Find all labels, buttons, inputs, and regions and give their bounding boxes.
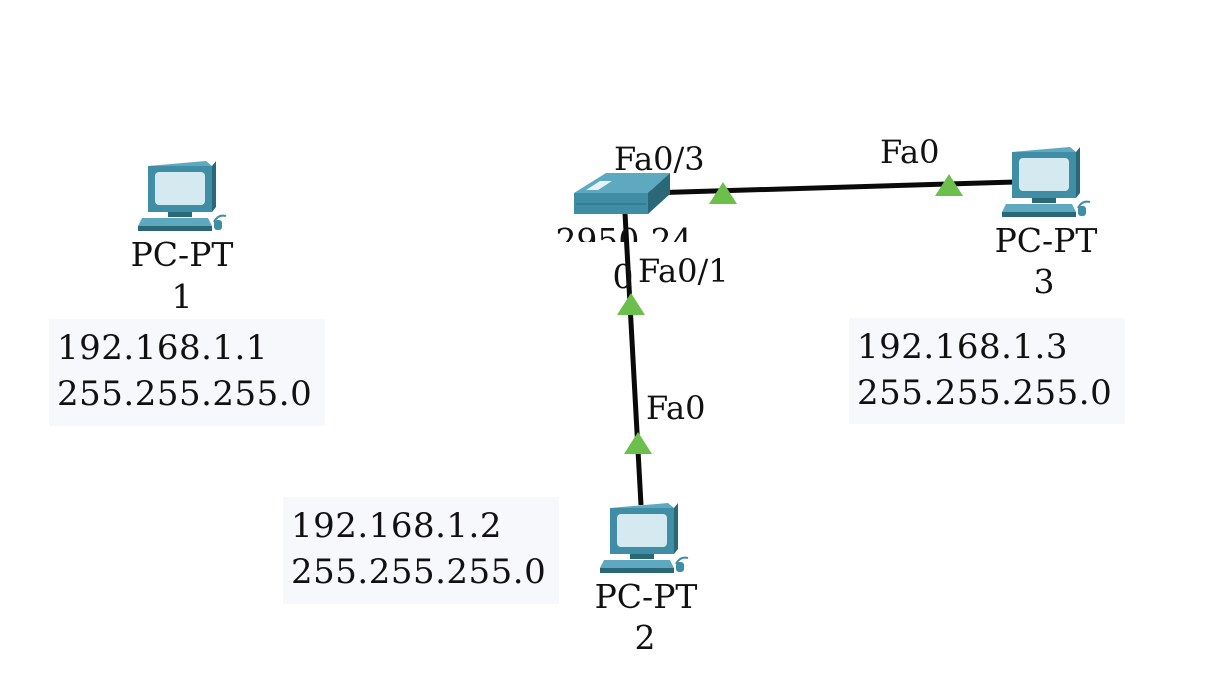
pc2-port-fa0-label: Fa0 [646,389,706,427]
pc1-type-label: PC-PT [130,235,234,274]
pc-icon[interactable] [598,500,690,576]
port-status-up-icon [617,293,645,315]
link-switch-to-pc2[interactable] [622,212,644,506]
pc2-type-label: PC-PT [594,577,698,616]
port-status-up-icon [935,174,963,196]
pc2-subnet-mask: 255.255.255.0 [291,552,547,592]
switch-port-fa0-1-label: Fa0/1 [638,252,729,290]
pc1-index-label: 1 [171,277,193,316]
switch-port-fa0-3-label: Fa0/3 [614,140,705,178]
pc1-ip-address: 192.168.1.1 [57,328,268,368]
switch-icon[interactable] [570,170,674,220]
pc2-ip-note[interactable]: 192.168.1.2 255.255.255.0 [283,497,559,604]
port-status-up-icon [709,182,737,204]
switch-index-label: 0 [612,257,634,296]
pc1-subnet-mask: 255.255.255.0 [57,374,313,414]
pc3-subnet-mask: 255.255.255.0 [857,373,1113,413]
pc3-port-fa0-label: Fa0 [880,133,940,171]
pc1-ip-note[interactable]: 192.168.1.1 255.255.255.0 [49,319,325,426]
pc3-type-label: PC-PT [994,221,1098,260]
pc2-ip-address: 192.168.1.2 [291,506,502,546]
pc3-ip-address: 192.168.1.3 [857,327,1068,367]
pc3-ip-note[interactable]: 192.168.1.3 255.255.255.0 [849,318,1125,424]
port-status-up-icon [624,432,652,454]
pc3-index-label: 3 [1033,262,1055,301]
switch-model-label: 2950-24 [555,221,693,260]
pc-icon[interactable] [1000,144,1092,220]
pc-icon[interactable] [136,158,228,234]
pc2-index-label: 2 [634,618,656,657]
